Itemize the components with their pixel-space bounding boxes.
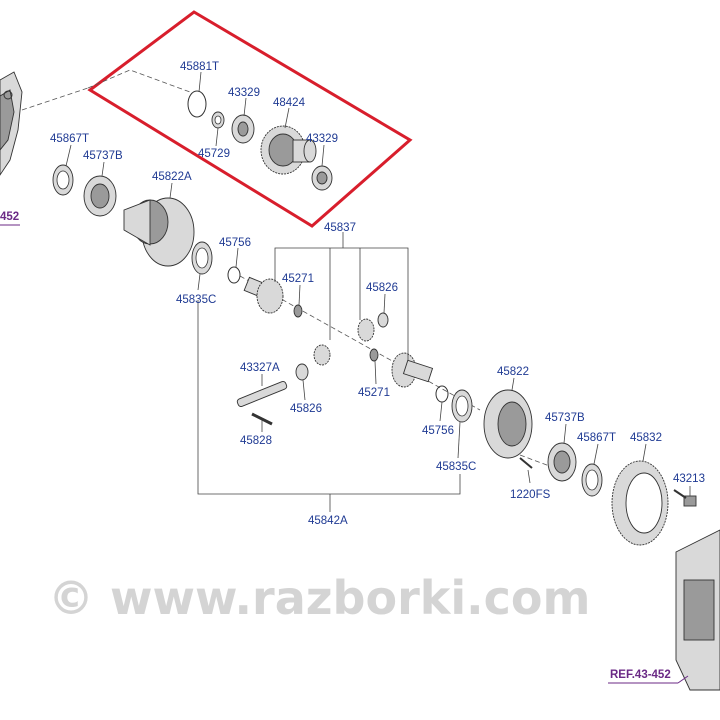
part-45826-washer-b[interactable]	[295, 363, 309, 381]
leader-45822A	[169, 182, 173, 199]
part-43329-bearing-b[interactable]	[311, 165, 333, 191]
part-45737B-bearing-b[interactable]	[547, 442, 577, 482]
leader-45881T	[198, 71, 202, 93]
leader-45835Ca	[197, 273, 201, 291]
label-43327A[interactable]: 43327A	[240, 362, 280, 374]
part-1220FS-bolt[interactable]	[519, 457, 533, 469]
bracket-45842A	[197, 300, 461, 495]
leader-45835Cb	[457, 421, 461, 459]
part-pinion-a[interactable]	[313, 344, 331, 366]
part-45832-ring-gear[interactable]	[611, 460, 669, 546]
part-45881T-ring[interactable]	[187, 90, 207, 118]
leader-43329a	[243, 97, 247, 117]
part-43329-bearing-a[interactable]	[231, 114, 255, 144]
axis-line-mid	[239, 275, 481, 411]
label-45729[interactable]: 45729	[198, 148, 230, 160]
bracket-45837	[274, 247, 409, 360]
ref-bottom-leader	[677, 675, 689, 684]
right-housing	[675, 529, 720, 691]
leader-45826a	[383, 293, 386, 314]
leader-45867Tb	[593, 443, 599, 465]
label-45822[interactable]: 45822	[497, 366, 529, 378]
leader-48424	[284, 107, 290, 129]
part-45828-pin[interactable]	[251, 412, 273, 426]
label-45737B-b[interactable]: 45737B	[545, 412, 585, 424]
label-48424[interactable]: 48424	[273, 97, 306, 109]
label-45837[interactable]: 45837	[324, 222, 356, 234]
part-48424-gear[interactable]	[260, 125, 317, 175]
label-45867T-a[interactable]: 45867T	[50, 133, 89, 145]
label-45271-a[interactable]: 45271	[282, 273, 314, 285]
label-45881T[interactable]: 45881T	[180, 61, 219, 73]
part-45822-case[interactable]	[483, 389, 533, 459]
label-45842A[interactable]: 45842A	[308, 515, 348, 527]
watermark: © www.razborki.com	[48, 571, 590, 625]
part-45756-clip-b[interactable]	[435, 385, 449, 403]
part-45867T-shim-a[interactable]	[52, 164, 74, 196]
label-45835C-a[interactable]: 45835C	[176, 294, 216, 306]
axis-line-top2	[87, 69, 191, 93]
leader-45729	[215, 127, 219, 147]
leader-45271a	[298, 284, 301, 306]
part-43327A-shaft[interactable]	[236, 381, 288, 408]
label-45822A[interactable]: 45822A	[152, 171, 192, 183]
label-43329-b[interactable]: 43329	[306, 133, 338, 145]
axis-line-top	[21, 87, 89, 111]
leader-43329b	[321, 144, 325, 167]
leader-45826b	[302, 379, 306, 401]
leader-45756a	[235, 247, 239, 268]
part-43213-bolt[interactable]	[673, 489, 697, 507]
leader-45271b	[374, 360, 377, 385]
label-45828[interactable]: 45828	[240, 435, 272, 447]
leader-45822	[511, 377, 515, 391]
label-45867T-b[interactable]: 45867T	[577, 432, 616, 444]
label-45832[interactable]: 45832	[630, 432, 662, 444]
label-43213[interactable]: 43213	[673, 473, 705, 485]
leader-45832	[642, 443, 647, 462]
left-housing	[0, 71, 23, 176]
leader-45737Ba	[101, 161, 105, 177]
label-45271-b[interactable]: 45271	[358, 387, 390, 399]
part-45835C-ring-a[interactable]	[191, 241, 213, 275]
part-45756-clip-a[interactable]	[227, 266, 241, 284]
label-45826-b[interactable]: 45826	[290, 403, 322, 415]
part-45737B-bearing-a[interactable]	[83, 175, 117, 217]
part-45822A-case[interactable]	[123, 197, 195, 267]
label-45756-b[interactable]: 45756	[422, 425, 454, 437]
part-45835C-ring-b[interactable]	[451, 389, 473, 423]
label-45756-a[interactable]: 45756	[219, 237, 251, 249]
label-45826-a[interactable]: 45826	[366, 282, 398, 294]
leader-45737Bb	[563, 423, 567, 444]
leader-45867Ta	[65, 144, 72, 167]
label-43329-a[interactable]: 43329	[228, 87, 260, 99]
part-45867T-shim-b[interactable]	[581, 463, 603, 497]
part-45826-washer-a[interactable]	[377, 312, 389, 328]
part-45729-bearing[interactable]	[211, 111, 225, 129]
label-1220FS[interactable]: 1220FS	[510, 489, 551, 501]
label-45835C-b[interactable]: 45835C	[436, 461, 476, 473]
highlight-box	[87, 10, 413, 228]
part-pinion-b[interactable]	[357, 318, 375, 342]
part-45837-side-gear-b[interactable]	[391, 352, 434, 388]
ref-left[interactable]: 452	[0, 211, 19, 223]
leader-1220FS	[527, 469, 531, 484]
ref-bottom[interactable]: REF.43-452	[610, 669, 671, 681]
leader-45756b	[439, 401, 443, 422]
part-45271-washer-b[interactable]	[369, 348, 379, 362]
part-45837-side-gear-a[interactable]	[243, 276, 284, 314]
part-45271-washer-a[interactable]	[293, 304, 303, 318]
label-45737B-a[interactable]: 45737B	[83, 150, 123, 162]
